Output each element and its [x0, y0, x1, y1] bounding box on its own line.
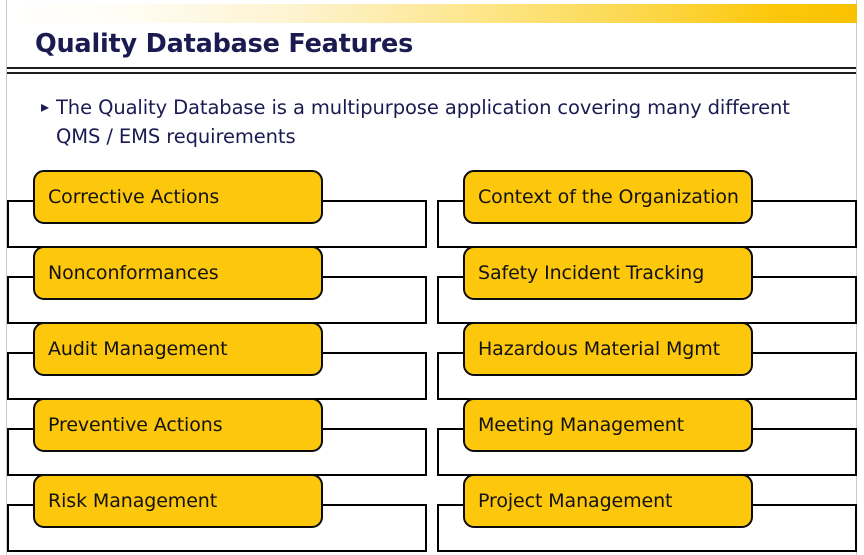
feature-node-audit-management[interactable]: Audit Management: [7, 322, 427, 400]
feature-node-safety-incident-tracking[interactable]: Safety Incident Tracking: [437, 246, 857, 324]
feature-label: Audit Management: [48, 338, 228, 360]
feature-node-hazardous-material-mgmt[interactable]: Hazardous Material Mgmt: [437, 322, 857, 400]
feature-chip[interactable]: Safety Incident Tracking: [463, 246, 753, 300]
feature-chip[interactable]: Preventive Actions: [33, 398, 323, 452]
slide-title: Quality Database Features: [35, 29, 414, 59]
bullet-list: ▸ The Quality Database is a multipurpose…: [41, 93, 831, 151]
feature-label: Project Management: [478, 490, 673, 512]
feature-label: Nonconformances: [48, 262, 219, 284]
bullet-triangle-icon: ▸: [41, 97, 50, 116]
feature-label: Safety Incident Tracking: [478, 262, 705, 284]
feature-node-context-of-the-organization[interactable]: Context of the Organization: [437, 170, 857, 248]
feature-node-corrective-actions[interactable]: Corrective Actions: [7, 170, 427, 248]
feature-chip[interactable]: Context of the Organization: [463, 170, 753, 224]
bullet-item: ▸ The Quality Database is a multipurpose…: [41, 93, 831, 151]
feature-label: Risk Management: [48, 490, 218, 512]
feature-chip[interactable]: Corrective Actions: [33, 170, 323, 224]
feature-label: Meeting Management: [478, 414, 685, 436]
bullet-line-1: The Quality Database is a multipurpose a…: [56, 96, 790, 119]
bullet-text: The Quality Database is a multipurpose a…: [56, 93, 790, 151]
title-divider-rule: [7, 67, 856, 74]
feature-chip[interactable]: Audit Management: [33, 322, 323, 376]
feature-chip[interactable]: Nonconformances: [33, 246, 323, 300]
feature-node-meeting-management[interactable]: Meeting Management: [437, 398, 857, 476]
feature-node-preventive-actions[interactable]: Preventive Actions: [7, 398, 427, 476]
feature-chip[interactable]: Meeting Management: [463, 398, 753, 452]
feature-label: Context of the Organization: [478, 186, 739, 208]
feature-label: Corrective Actions: [48, 186, 220, 208]
feature-node-nonconformances[interactable]: Nonconformances: [7, 246, 427, 324]
feature-label: Hazardous Material Mgmt: [478, 338, 721, 360]
feature-node-project-management[interactable]: Project Management: [437, 474, 857, 552]
bullet-line-2: QMS / EMS requirements: [56, 125, 296, 148]
header-gradient-band: [7, 4, 857, 23]
feature-chip[interactable]: Hazardous Material Mgmt: [463, 322, 753, 376]
feature-chip[interactable]: Risk Management: [33, 474, 323, 528]
feature-node-risk-management[interactable]: Risk Management: [7, 474, 427, 552]
feature-label: Preventive Actions: [48, 414, 223, 436]
feature-chip[interactable]: Project Management: [463, 474, 753, 528]
